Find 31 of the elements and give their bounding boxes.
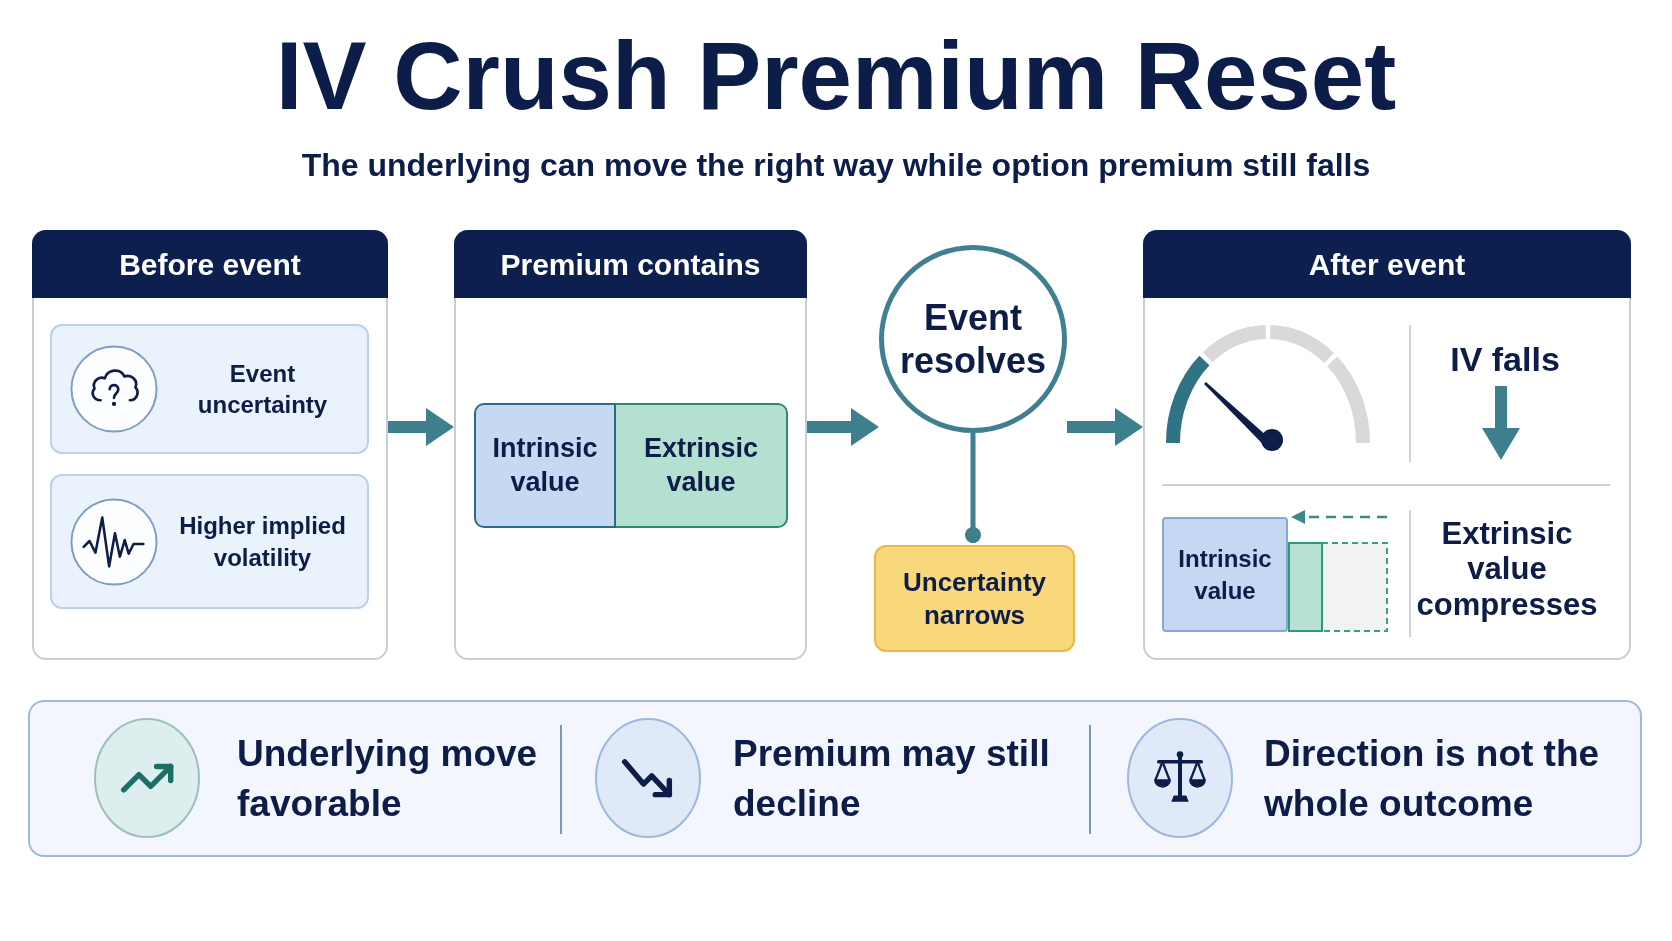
- panel-header: Before event: [32, 230, 388, 298]
- arrow: [388, 408, 454, 446]
- block-text: Intrinsic value: [1177, 544, 1273, 606]
- block-text: Intrinsic value: [491, 431, 599, 499]
- panel-header: Premium contains: [454, 230, 807, 298]
- block-text: Extrinsic value: [642, 431, 760, 499]
- panel: [32, 230, 388, 660]
- subtitle: The underlying can move the right way while option premium still falls: [301, 149, 1371, 181]
- arrow: [807, 408, 879, 446]
- title: IV Crush Premium Reset: [275, 28, 1397, 124]
- circle-text: Event resolves: [898, 295, 1048, 383]
- panel: [454, 230, 807, 660]
- summary-band: [28, 700, 1642, 857]
- intrinsic-value-block: [474, 403, 616, 528]
- arrow: [1067, 408, 1143, 446]
- note-box: [874, 545, 1075, 652]
- summary-text: Premium may still decline: [733, 731, 1051, 826]
- card-text: Event uncertainty: [196, 358, 329, 420]
- summary-text: Underlying move favorable: [237, 731, 539, 826]
- summary-text: Direction is not the whole outcome: [1264, 731, 1601, 826]
- intrinsic-value-block: [1162, 517, 1288, 632]
- info-card: [50, 474, 369, 609]
- connector-line: [965, 433, 981, 543]
- panel-header: After event: [1143, 230, 1631, 298]
- extrinsic-value-block: [616, 403, 788, 528]
- panel: [1143, 230, 1631, 660]
- panel-note: IV falls: [1450, 340, 1560, 380]
- panel-note: Extrinsic value compresses: [1415, 515, 1599, 623]
- card-text: Higher implied volatility: [178, 511, 347, 573]
- note-text: Uncertainty narrows: [901, 566, 1047, 631]
- info-card: [50, 324, 369, 454]
